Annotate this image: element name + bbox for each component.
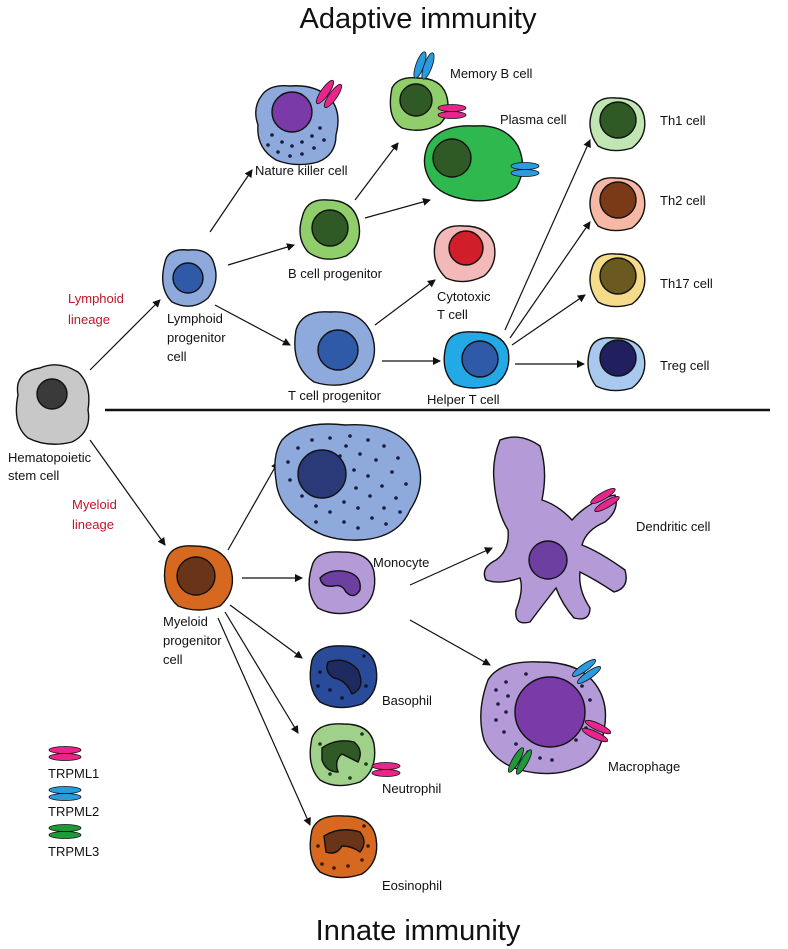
label-monocyte: Monocyte — [373, 555, 429, 570]
trpml1-channel — [315, 79, 343, 109]
label-memory-b: Memory B cell — [450, 66, 532, 81]
svg-text:TRPML2: TRPML2 — [48, 804, 99, 819]
memory-b-cell — [389, 51, 467, 131]
label-lymphoid-lineage-2: lineage — [68, 312, 110, 327]
labels: Lymphoid lineage Myeloid lineage Hematop… — [8, 66, 713, 893]
trpml2-channel — [571, 659, 602, 684]
trpml2-channel — [510, 162, 540, 177]
trpml2-channel — [413, 51, 435, 80]
label-t-progenitor: T cell progenitor — [288, 388, 382, 403]
trpml1-channel — [437, 104, 467, 119]
granules — [286, 434, 408, 530]
label-helper-t: Helper T cell — [427, 392, 500, 407]
treg-cell — [587, 337, 646, 392]
label-th17: Th17 cell — [660, 276, 713, 291]
label-cytotoxic-1: Cytotoxic — [437, 289, 491, 304]
label-myeloid-progenitor-3: cell — [163, 652, 183, 667]
label-plasma: Plasma cell — [500, 112, 567, 127]
th1-cell — [589, 97, 646, 152]
label-myeloid-progenitor-1: Myeloid — [163, 614, 208, 629]
label-lymphoid-progenitor-3: cell — [167, 349, 187, 364]
trpml3-channel — [507, 747, 533, 775]
helper-t-cell — [443, 331, 510, 389]
dendritic-cell — [483, 436, 627, 624]
basophil — [309, 645, 378, 709]
label-cytotoxic-2: T cell — [437, 307, 468, 322]
eosinophil — [309, 815, 378, 879]
label-treg: Treg cell — [660, 358, 709, 373]
label-eosinophil: Eosinophil — [382, 878, 442, 893]
svg-text:TRPML3: TRPML3 — [48, 844, 99, 859]
natural-killer-cell — [255, 79, 343, 166]
neutrophil — [309, 723, 401, 787]
label-nk: Nature killer cell — [255, 163, 348, 178]
label-hsc-2: stem cell — [8, 468, 59, 483]
label-lymphoid-progenitor-1: Lymphoid — [167, 311, 223, 326]
label-th2: Th2 cell — [660, 193, 706, 208]
legend-item-trpml1: TRPML1 — [48, 746, 99, 781]
label-basophil: Basophil — [382, 693, 432, 708]
legend-item-trpml2: TRPML2 — [48, 786, 99, 819]
label-b-progenitor: B cell progenitor — [288, 266, 383, 281]
title-innate: Innate immunity — [316, 915, 521, 947]
label-lymphoid-progenitor-2: progenitor — [167, 330, 226, 345]
lymphoid-progenitor-cell — [162, 249, 217, 307]
myeloid-progenitor-cell — [163, 545, 234, 611]
monocyte — [308, 551, 376, 615]
label-macrophage: Macrophage — [608, 759, 680, 774]
label-myeloid-lineage-1: Myeloid — [72, 497, 117, 512]
label-lymphoid-lineage-1: Lymphoid — [68, 291, 124, 306]
th17-cell — [589, 253, 646, 308]
legend: TRPML1 TRPML2 TRPML3 — [48, 746, 99, 859]
trpml1-channel — [581, 719, 612, 743]
legend-item-trpml3: TRPML3 — [48, 824, 99, 859]
trpml1-channel — [371, 762, 401, 777]
b-cell-progenitor — [299, 199, 361, 260]
macrophage — [480, 659, 612, 775]
th2-cell — [589, 177, 646, 232]
granular-myeloid-cell — [274, 423, 422, 541]
svg-text:TRPML1: TRPML1 — [48, 766, 99, 781]
label-hsc-1: Hematopoietic — [8, 450, 92, 465]
hematopoietic-stem-cell — [15, 364, 90, 445]
plasma-cell — [423, 125, 540, 202]
label-myeloid-progenitor-2: progenitor — [163, 633, 222, 648]
label-myeloid-lineage-2: lineage — [72, 517, 114, 532]
arrows — [89, 139, 591, 826]
trpml1-channel — [590, 487, 620, 513]
cytotoxic-t-cell — [433, 225, 496, 283]
label-neutrophil: Neutrophil — [382, 781, 441, 796]
label-th1: Th1 cell — [660, 113, 706, 128]
label-dendritic: Dendritic cell — [636, 519, 711, 534]
t-cell-progenitor — [294, 311, 376, 386]
title-adaptive: Adaptive immunity — [300, 3, 537, 35]
